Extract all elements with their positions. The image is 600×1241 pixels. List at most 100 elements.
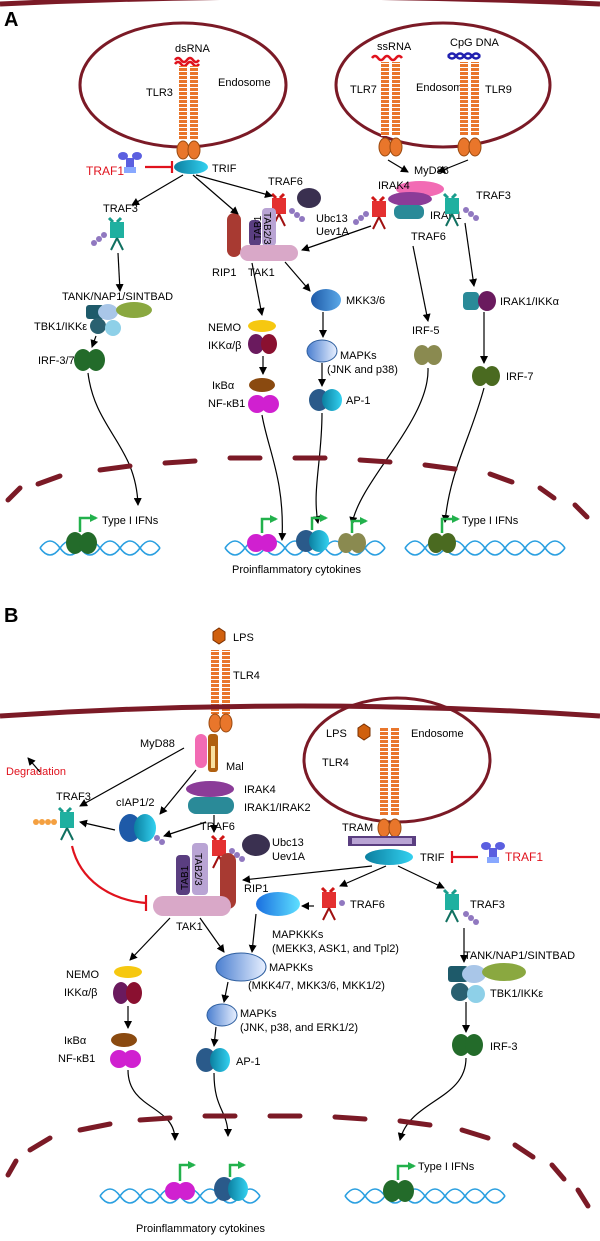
traf3-left-label-b: TRAF3: [56, 791, 91, 803]
uev1a-label-b: Uev1A: [272, 851, 306, 863]
rip1-node-a: [227, 213, 241, 257]
traf6-left-icon-b: [210, 834, 245, 869]
traf3-right-icon-b: [442, 888, 479, 925]
rip1-label-b: RIP1: [244, 883, 268, 895]
ikba-node-b: [111, 1033, 137, 1047]
tab23-label-b: TAB2/3: [192, 853, 203, 886]
mapkkks-sub-label-b: (MEKK3, ASK1, and Tpl2): [272, 943, 399, 955]
ap1-label-a: AP-1: [346, 395, 370, 407]
tlr9-receptor: [457, 62, 482, 157]
mapks-sub-label-a: (JNK and p38): [327, 364, 398, 376]
traf3-left-icon-b: [33, 806, 74, 841]
traf6-right-icon-a: [353, 195, 386, 230]
tlr4-receptor-top: [208, 650, 233, 733]
endosome-label-b: Endosome: [411, 728, 464, 740]
traf1-inhibition-b: [450, 851, 478, 863]
mal-label-b: Mal: [226, 761, 244, 773]
irf37-label-a: IRF-3/7: [38, 355, 75, 367]
proinflam-label-b: Proinflammatory cytokines: [136, 1223, 265, 1235]
mapkkks-label-b: MAPKKKs: [272, 929, 324, 941]
tram-label-b: TRAM: [342, 822, 373, 834]
traf1-icon-b: [481, 842, 505, 863]
tlr4-top-label: TLR4: [233, 670, 260, 682]
tak1-label-a: TAK1: [248, 267, 275, 279]
trif-label-a: TRIF: [212, 163, 237, 175]
tlr7-label: TLR7: [350, 84, 377, 96]
tlr3-receptor: [176, 66, 201, 160]
myd88-node-b: [195, 734, 207, 768]
irf37-dna-node-a: [66, 532, 84, 554]
irak1-node-a: [394, 205, 424, 219]
type1-left-label-a: Type I IFNs: [102, 515, 159, 527]
myd88-label-b: MyD88: [140, 738, 175, 750]
tbk1-node-a: [90, 318, 106, 334]
arrows-panel-a: [87, 159, 488, 541]
mapkks-sub-label-b: (MKK4/7, MKK3/6, MKK1/2): [248, 980, 385, 992]
tab1-node-a: [249, 220, 261, 246]
panel-b-label: B: [4, 605, 18, 627]
ikba-label-b: IκBα: [64, 1035, 87, 1047]
irf7-dna-node-a: [428, 533, 444, 553]
mapks-sub-label-b: (JNK, p38, and ERK1/2): [240, 1022, 358, 1034]
irak12-node-b: [188, 797, 234, 814]
nfkb-label-a: NF-κB1: [208, 398, 245, 410]
traf1-inhibition-a: [145, 161, 174, 173]
ciap-label-b: cIAP1/2: [116, 797, 155, 809]
irf5-node-a: [414, 345, 430, 365]
tlr4-receptor-endosome: [377, 728, 402, 838]
lps-icon-top: [212, 627, 226, 645]
traf6-mid-label-b: TRAF6: [350, 899, 385, 911]
tank-label-b: TANK/NAP1/SINTBAD: [464, 950, 575, 962]
dna-b: [99, 1188, 506, 1204]
irak1ikk-label-a: IRAK1/IKKα: [500, 296, 560, 308]
ikk-label-a: IKKα/β: [208, 340, 241, 352]
ikk-label-b: IKKα/β: [64, 987, 97, 999]
irf37-node-a: [74, 349, 92, 371]
nfkb-node-b: [110, 1050, 128, 1068]
tlr3-label: TLR3: [146, 87, 173, 99]
tab23-node-a: [262, 208, 276, 246]
ikk-node-b: [113, 982, 129, 1004]
traf3-left-label-a: TRAF3: [103, 203, 138, 215]
ssrna-icon: [371, 54, 403, 62]
ap1-label-b: AP-1: [236, 1056, 260, 1068]
traf3-left-icon-a: [91, 216, 124, 251]
type1-right-label-a: Type I IFNs: [462, 515, 519, 527]
nuclear-membrane-a: [5, 455, 590, 520]
traf6-right-label-a: TRAF6: [411, 231, 446, 243]
irak4-label-a: IRAK4: [378, 180, 410, 192]
uev1a-label-a: Uev1A: [316, 226, 350, 238]
ikba-label-a: IκBα: [212, 380, 235, 392]
nfkb-label-b: NF-κB1: [58, 1053, 95, 1065]
plasma-membrane-b: [0, 703, 600, 719]
irak4-node-a: [388, 192, 432, 206]
irak12-label-b: IRAK1/IRAK2: [244, 802, 311, 814]
mkk36-node-a: [311, 289, 341, 311]
ssrna-label: ssRNA: [377, 41, 412, 53]
traf1-icon-a: [118, 152, 142, 173]
irak4-node-b: [186, 781, 234, 797]
rip1-node-b: [220, 853, 236, 909]
irf7-label-a: IRF-7: [506, 371, 534, 383]
nfkb-node-a: [248, 395, 266, 413]
nuclear-membrane-b: [5, 1113, 591, 1209]
mapks-node-b: [206, 1003, 238, 1027]
ap1-dna-node-b: [214, 1177, 234, 1201]
dsrna-label: dsRNA: [175, 43, 211, 55]
irf3-label-b: IRF-3: [490, 1041, 518, 1053]
tab1-node-b: [176, 855, 190, 895]
tak1-node-a: [240, 245, 298, 261]
traf6-mid-icon-b: [320, 886, 345, 921]
arrows-panel-b: [27, 747, 470, 1141]
trif-node-b: [365, 849, 413, 865]
nemo-node-b: [114, 966, 142, 978]
ap1-node-b: [196, 1048, 216, 1072]
traf3-inhibition-b: [70, 845, 148, 911]
tlr9-label: TLR9: [485, 84, 512, 96]
tank-node-b: [448, 966, 468, 982]
tak1-label-b: TAK1: [176, 921, 203, 933]
ikba-node-a: [249, 378, 275, 392]
tlr4-endo-label: TLR4: [322, 757, 349, 769]
endosome-label-right: Endosome: [416, 82, 469, 94]
traf3-right-label-b: TRAF3: [470, 899, 505, 911]
